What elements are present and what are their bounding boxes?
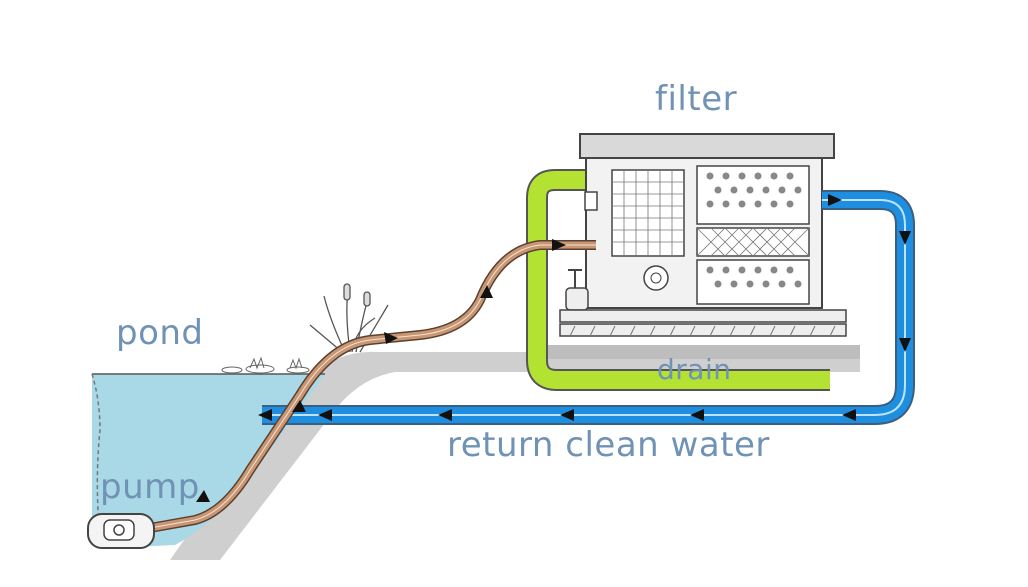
filter-label: filter [655,79,738,119]
lily-pads [221,356,310,374]
filter-unit [559,133,847,337]
filter-base-slab [545,345,860,359]
drain-label: drain [657,353,732,386]
pump-icon [87,513,155,549]
plant-icon [309,283,389,353]
pump-label: pump [100,467,200,507]
return-water-label: return clean water [447,425,770,465]
pond-label: pond [116,313,204,353]
flow-arrow-icon [196,194,911,502]
